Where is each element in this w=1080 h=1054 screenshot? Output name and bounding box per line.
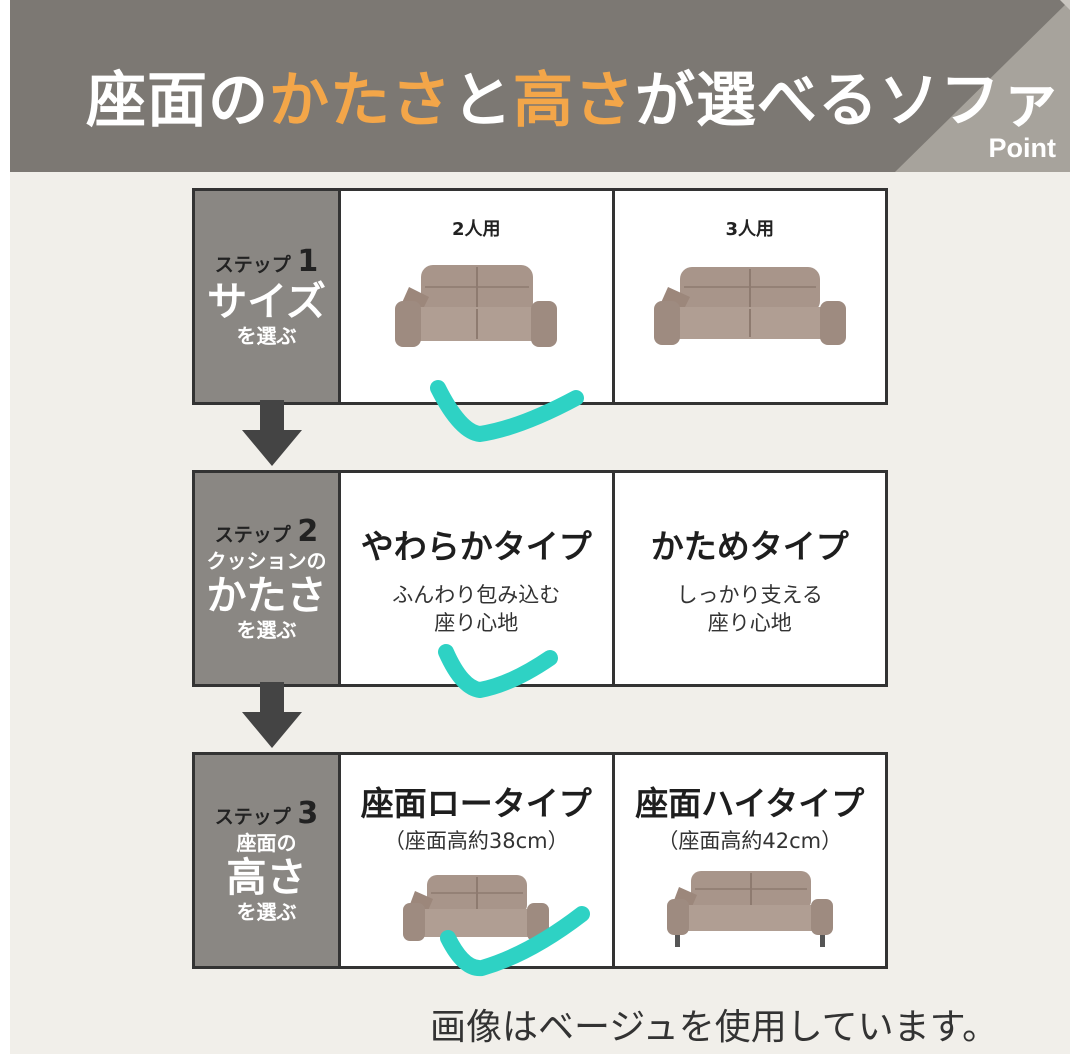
footer-note: 画像はベージュを使用しています。 [430,1007,999,1048]
step-2-box: ステップ 2 クッションの かたさ を選ぶ やわらかタイプ ふんわり包み込む 座… [192,470,888,687]
step-3-label: ステップ 3 座面の 高さ を選ぶ [195,755,341,966]
option-soft-type[interactable]: やわらかタイプ ふんわり包み込む 座り心地 [341,473,612,684]
option-high-seat[interactable]: 座面ハイタイプ （座面高約42cm） [611,755,886,966]
point-label: Point [988,133,1057,163]
checkmark-icon [440,906,590,977]
option-title: 2人用 [451,219,501,240]
step-2-action: を選ぶ [236,617,297,642]
step-2-subtitle: クッションの [206,548,327,573]
down-arrow-icon [242,682,302,748]
option-seat-height: （座面高約38cm） [383,829,569,853]
banner-title: 座面のかたさと高さが選べるソファ [86,66,1062,136]
sofa-3-seat-icon [653,267,846,345]
sofa-2-seat-icon [395,265,558,347]
option-seat-height: （座面高約42cm） [657,829,843,853]
option-2-seat[interactable]: 2人用 [341,191,612,402]
step-1-box: ステップ 1 サイズ を選ぶ 2人用 3人用 [192,188,888,405]
step-2-title: かたさ [206,572,327,619]
step-3-number: ステップ 3 [214,796,319,832]
step-3-subtitle: 座面の [236,830,297,855]
option-headline: かためタイプ [650,527,849,567]
option-desc-line1: ふんわり包み込む [392,583,561,608]
option-3-seat[interactable]: 3人用 [611,191,886,402]
option-low-seat[interactable]: 座面ロータイプ （座面高約38cm） [341,755,612,966]
option-desc-line1: しっかり支える [676,583,823,608]
option-headline: 座面ロータイプ [360,784,592,823]
banner-corner-decoration [895,0,1070,172]
step-3-action: を選ぶ [236,899,297,924]
step-1-title: サイズ [207,279,326,326]
option-title: 3人用 [725,219,775,240]
option-desc-line2: 座り心地 [707,610,792,635]
sofa-high-icon [666,871,833,947]
step-1-label: ステップ 1 サイズ を選ぶ [195,191,341,402]
option-headline: やわらかタイプ [360,527,592,567]
infographic-frame: 座面のかたさと高さが選べるソファ Point ステップ 1 サイズ を選ぶ 2人… [10,0,1070,1054]
step-1-action: を選ぶ [236,324,297,349]
step-3-title: 高さ [226,854,307,901]
down-arrow-icon [242,400,302,466]
option-firm-type[interactable]: かためタイプ しっかり支える 座り心地 [611,473,886,684]
step-1-number: ステップ 1 [214,243,319,279]
title-banner: 座面のかたさと高さが選べるソファ Point [10,0,1070,172]
option-desc-line2: 座り心地 [434,610,519,635]
step-3-box: ステップ 3 座面の 高さ を選ぶ 座面ロータイプ （座面高約38cm） 座面ハ… [192,752,888,969]
step-2-number: ステップ 2 [214,514,319,550]
sofa-low-icon [403,875,550,941]
checkmark-icon [430,380,584,442]
checkmark-icon [438,644,558,698]
step-2-label: ステップ 2 クッションの かたさ を選ぶ [195,473,341,684]
option-headline: 座面ハイタイプ [635,784,865,823]
